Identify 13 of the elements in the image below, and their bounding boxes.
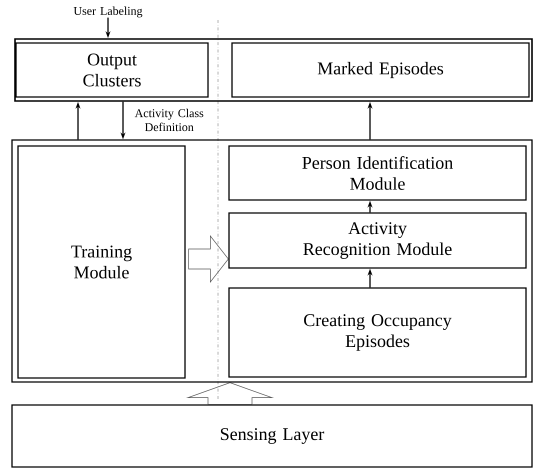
module-box: Person Identification Module — [228, 145, 527, 201]
group-box — [14, 38, 533, 102]
module-box: Output Clusters — [15, 42, 209, 98]
group-box — [11, 139, 533, 383]
text-label: User Labeling — [74, 6, 142, 18]
block-arrow — [188, 234, 229, 284]
module-box: Marked Episodes — [231, 42, 530, 98]
module-box: Training Module — [17, 145, 186, 379]
module-box: Activity Recognition Module — [228, 212, 527, 269]
block-arrow — [186, 382, 274, 405]
edge-label: Activity Class Definition — [125, 108, 214, 132]
module-box: Sensing Layer — [11, 404, 533, 468]
module-box: Creating Occupancy Episodes — [228, 287, 527, 378]
